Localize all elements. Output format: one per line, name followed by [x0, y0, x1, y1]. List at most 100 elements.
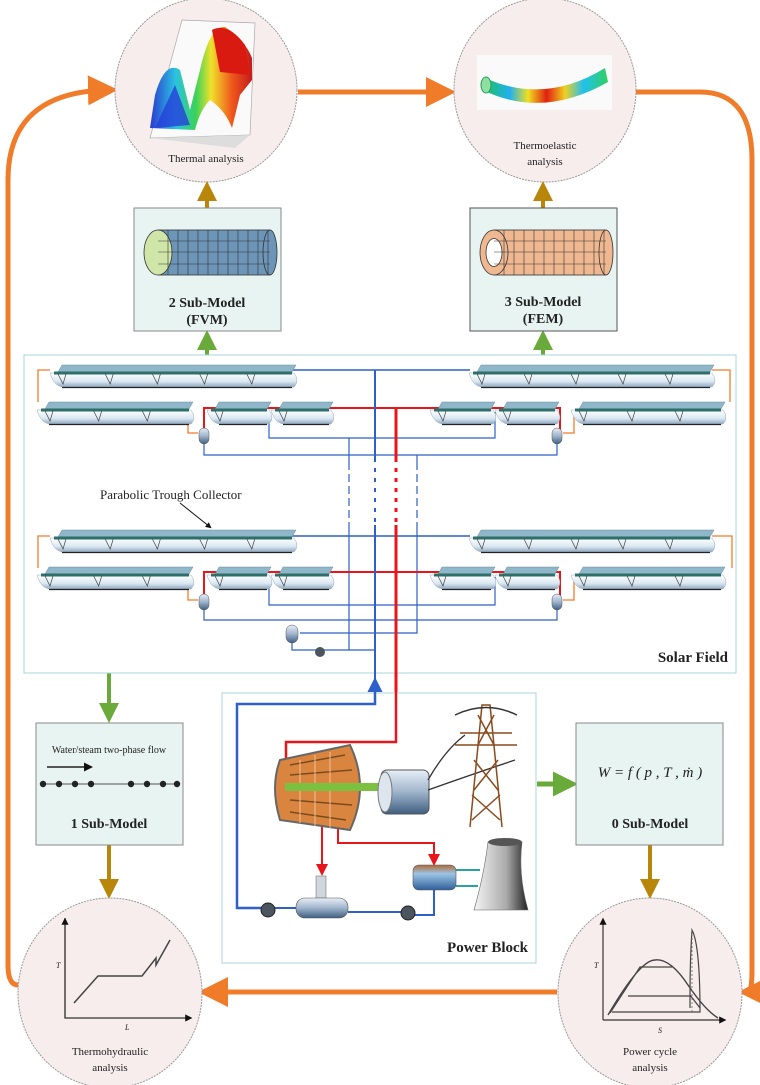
steam-separator	[198, 593, 210, 611]
power-line-cable	[427, 734, 516, 791]
feedwater-line	[235, 677, 383, 910]
thermoelastic-label-line2: analysis	[527, 156, 562, 168]
feedback-arrow-right	[636, 89, 760, 1007]
trough-mirror	[468, 372, 716, 388]
hot-header-bottom	[203, 571, 561, 598]
discretization-node	[127, 780, 135, 788]
collector-pointer-arrow	[179, 502, 212, 529]
discretization-node	[159, 780, 167, 788]
trough-support	[199, 373, 208, 385]
trough-support	[246, 538, 256, 550]
pump-line	[291, 640, 375, 651]
deaerator-icon	[295, 875, 349, 919]
thermal-analysis-label: Thermal analysis	[168, 153, 243, 165]
trough-mirror	[36, 409, 195, 425]
trough-collector	[468, 529, 716, 554]
temperature-surface-plot	[149, 19, 256, 148]
trough-mirror	[429, 409, 497, 425]
trough-support	[57, 538, 67, 550]
trough-collector	[494, 566, 561, 591]
trough-support	[437, 410, 447, 422]
l-axis-label: L	[124, 1023, 130, 1032]
submodel-2-method: (FVM)	[186, 313, 228, 328]
trough-mirror	[270, 574, 335, 590]
collector-panel	[437, 566, 496, 575]
trough-support	[476, 373, 486, 385]
trough-support	[502, 410, 512, 422]
storage-tank	[285, 624, 299, 644]
trough-collector	[494, 401, 561, 426]
trough-mirror	[570, 409, 727, 425]
submodel-0-box: W = f ( p , T , ṁ ) 0 Sub-Model	[575, 722, 724, 846]
recirculation-right-bot	[712, 535, 733, 568]
fvm-mesh-cylinder-icon	[143, 229, 278, 276]
trough-support	[278, 410, 288, 422]
thermohydraulic-label-line2: analysis	[92, 1062, 127, 1074]
cold-loop-bot-b	[203, 608, 558, 621]
trough-mirror	[36, 574, 195, 590]
trough-support	[578, 575, 588, 587]
trough-support	[502, 575, 512, 587]
collector-panel	[578, 401, 726, 410]
power-cycle-analysis-node: T S Power cycle analysis	[557, 897, 743, 1085]
t-axis-label: T	[56, 961, 61, 970]
trough-support	[44, 575, 54, 587]
steam-separator	[551, 427, 563, 445]
trough-collector	[429, 401, 497, 426]
deformed-tube-icon	[485, 68, 608, 103]
power-cycle-label-line2: analysis	[632, 1062, 667, 1074]
trough-support	[142, 410, 151, 422]
submodel-3-method: (FEM)	[523, 312, 564, 327]
collector-panel	[44, 401, 194, 410]
trough-support	[152, 538, 161, 550]
trough-support	[523, 538, 533, 550]
collector-panel	[44, 566, 194, 575]
collector-panel	[278, 401, 334, 410]
transmission-tower-icon	[454, 704, 518, 828]
trough-mirror	[49, 537, 298, 553]
trough-support	[664, 373, 674, 385]
trough-mirror	[468, 537, 716, 553]
trough-collector	[270, 401, 335, 426]
cooling-tower-icon	[473, 841, 529, 911]
collector-panel	[578, 566, 726, 575]
trough-support	[93, 575, 103, 587]
submodel-3-box: 3 Sub-Model (FEM)	[469, 207, 618, 332]
collector-panel	[476, 529, 715, 538]
thermohydraulic-label-line1: Thermohydraulic	[72, 1046, 148, 1058]
trough-collector	[270, 566, 335, 591]
live-steam-line	[284, 672, 398, 765]
condensate-pump-icon	[400, 905, 416, 921]
trough-support	[104, 373, 114, 385]
power-cycle-label-line1: Power cycle	[623, 1046, 677, 1058]
discretization-node	[173, 780, 181, 788]
collector-panel	[437, 401, 496, 410]
submodel-3-title: 3 Sub-Model	[505, 295, 582, 310]
trough-support	[664, 538, 674, 550]
discretization-node	[87, 780, 95, 788]
collector-panel	[278, 566, 334, 575]
t-axis-label: T	[594, 961, 599, 970]
trough-mirror	[570, 574, 727, 590]
trough-collector	[49, 364, 298, 389]
trough-support	[626, 575, 636, 587]
discretization-node	[143, 780, 151, 788]
trough-support	[246, 373, 256, 385]
trough-support	[570, 538, 580, 550]
trough-collector	[36, 401, 195, 426]
trough-support	[93, 410, 103, 422]
submodel-1-title: 1 Sub-Model	[71, 817, 148, 832]
collector-panel	[476, 364, 715, 373]
discretization-node	[55, 780, 63, 788]
condenser-icon	[412, 864, 457, 891]
trough-support	[104, 538, 114, 550]
two-phase-flow-caption: Water/steam two-phase flow	[52, 745, 167, 756]
solar-field-title: Solar Field	[658, 650, 729, 666]
trough-mirror	[429, 574, 497, 590]
trough-support	[617, 373, 627, 385]
thermoelastic-analysis-node: Thermoelastic analysis	[453, 0, 637, 183]
thermoelastic-label-line1: Thermoelastic	[514, 140, 577, 152]
submodel-2-title: 2 Sub-Model	[169, 296, 246, 311]
trough-support	[578, 410, 588, 422]
power-block-title: Power Block	[447, 940, 529, 956]
